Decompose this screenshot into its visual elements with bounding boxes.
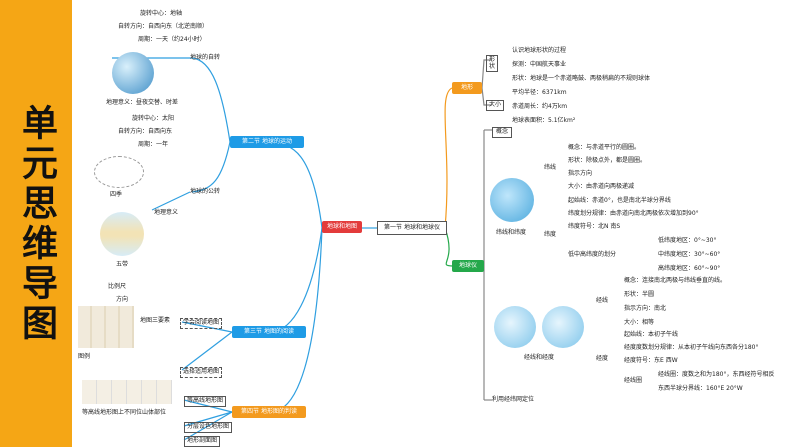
shape-item-1: 认识地球形状的过程 [512, 47, 567, 54]
elements-label: 地图三要素 [140, 317, 171, 324]
section3-node[interactable]: 第三节 地图的阅读 [232, 326, 306, 338]
zones-caption: 五带 [116, 261, 129, 268]
weft-item-4: 大小：由赤道向两极递减 [568, 183, 635, 190]
revolution-label: 地球的公转 [190, 188, 221, 195]
section1-node[interactable]: 第一节 地球和地球仪 [377, 221, 447, 235]
meaning-label: 地理意义 [154, 209, 179, 216]
seasons-caption: 四季 [110, 191, 123, 198]
weft-item-3: 指示方向 [568, 170, 593, 177]
rotation-item-2: 自转方向：自西向东（北逆南顺） [118, 23, 209, 30]
meridian-item-1: 概念：连接南北两极与纬线垂直的线。 [624, 277, 727, 284]
shape-item-3: 形状：地球是一个赤道略鼓、两极稍扁的不规则球体 [512, 75, 651, 82]
revolution-item-3: 周期：一年 [138, 141, 169, 148]
weft-item-1: 概念：与赤道平行的圆圈。 [568, 144, 641, 151]
size-item-2: 赤道周长：约4万km [512, 103, 568, 110]
rotation-item-4: 地理意义：昼夜交替、时差 [106, 99, 179, 106]
latitude-item-3: 纬度符号：北N 南S [568, 223, 621, 230]
size-item-3: 地球表面积：5.1亿km² [512, 117, 576, 124]
globe-node[interactable]: 地球仪 [452, 260, 484, 272]
hemi-label: 经线圈 [624, 377, 643, 384]
section2-node[interactable]: 第二节 地球的运动 [230, 136, 304, 148]
latitude-globe-caption: 纬线和纬度 [496, 229, 527, 236]
lat-zone-3: 高纬度地区：60°~90° [658, 265, 721, 272]
latitude-globe-image [490, 178, 534, 222]
weft-item-2: 形状：除极点外，都是圆圈。 [568, 157, 647, 164]
center-node[interactable]: 地球和地图 [322, 221, 362, 233]
latitude-item-2: 纬度划分规律：由赤道向南北两极依次增加到90° [568, 210, 699, 217]
latitude-item-1: 起始线：赤道0°，也是南北半球分界线 [568, 197, 671, 204]
contour-caption: 等高线地形图上不同位山体部位 [82, 409, 167, 416]
longitude-item-3: 经度符号：东E 西W [624, 357, 678, 364]
weft-label: 纬线 [544, 164, 557, 171]
select-map-label: 选择适用地图 [180, 367, 223, 378]
meridian-label: 经线 [596, 297, 609, 304]
longitude-globe-image-1 [494, 306, 536, 348]
size-item-1: 平均半径：6371km [512, 89, 567, 96]
lat-zone-1: 低纬度地区：0°~30° [658, 237, 717, 244]
direction-label: 方向 [116, 296, 129, 303]
lat-zone-2: 中纬度地区：30°~60° [658, 251, 721, 258]
shape-subnode: 形 状 [486, 55, 499, 73]
five-zones-image [100, 212, 144, 256]
concept-label: 概念 [492, 127, 513, 138]
shape-item-2: 探测：中国航天事业 [512, 61, 567, 68]
section4-node[interactable]: 第四节 地形图的判读 [232, 406, 306, 418]
sidebar: 单元思维导图 [0, 0, 72, 447]
meridian-item-4: 大小：相等 [624, 319, 655, 326]
longitude-item-1: 起始线：本初子午线 [624, 331, 679, 338]
latitude-label: 纬度 [544, 231, 557, 238]
meridian-item-3: 指示方向：南北 [624, 305, 667, 312]
legend-label: 图例 [78, 353, 91, 360]
contour-label: 等高线地形图 [184, 396, 227, 407]
earth-rotation-image [112, 52, 154, 94]
seasons-orbit-image [94, 156, 144, 188]
hemi-item-1: 经线圈：度数之和为180°，东西经符号相反 [658, 371, 775, 378]
layered-label: 分层设色地形图 [184, 422, 233, 433]
scale-label: 比例尺 [108, 283, 127, 290]
size-subnode: 大小 [486, 100, 505, 111]
profile-label: 地形剖面图 [184, 436, 221, 447]
longitude-globe-image-2 [542, 306, 584, 348]
revolution-item-1: 旋转中心：太阳 [132, 115, 175, 122]
rotation-item-3: 周期：一天（约24小时） [138, 36, 206, 43]
latitude-item-4: 低中高纬度的划分 [568, 251, 617, 258]
contour-images [82, 380, 172, 404]
longitude-label: 经度 [596, 355, 609, 362]
mindmap-canvas: 地球和地图 第一节 地球和地球仪 地形 形 状 大小 认识地球形状的过程 探测：… [72, 0, 794, 447]
sidebar-title: 单元思维导图 [16, 103, 57, 344]
rotation-label: 地球的自转 [190, 54, 221, 61]
revolution-item-2: 自转方向：自西向东 [118, 128, 173, 135]
rotation-item-1: 旋转中心：地轴 [140, 10, 183, 17]
learn-map-label: 学会阅读地图 [180, 318, 223, 329]
use-grid-label: 利用经纬网定位 [492, 396, 535, 403]
map-legend-image [78, 306, 134, 348]
longitude-item-2: 经度度数划分规律：从本初子午线向东西各分180° [624, 344, 759, 351]
shape-node[interactable]: 地形 [452, 82, 482, 94]
meridian-item-2: 形状：半圆 [624, 291, 655, 298]
hemi-item-2: 东西半球分界线：160°E 20°W [658, 385, 743, 392]
longitude-globe-caption: 经线和经度 [524, 354, 555, 361]
